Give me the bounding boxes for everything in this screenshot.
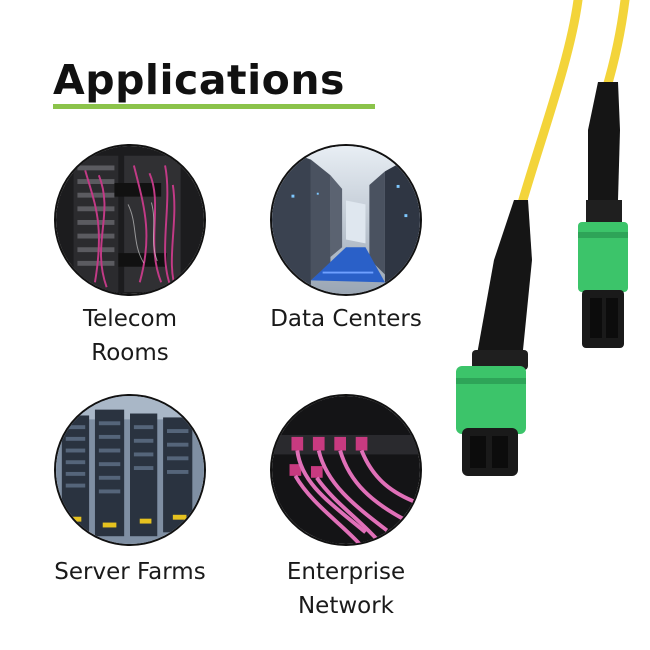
data-centers-label: Data Centers [258, 302, 434, 336]
data-centers-image [270, 144, 422, 296]
server-farm-illustration [56, 396, 204, 544]
label-line: Rooms [91, 340, 169, 366]
enterprise-network-label: Enterprise Network [258, 555, 434, 623]
server-farms-label: Server Farms [42, 555, 218, 589]
title-underline [53, 104, 375, 109]
telecom-rooms-label: Telecom Rooms [42, 302, 218, 370]
page-title: Applications [53, 56, 345, 104]
label-line: Enterprise [286, 559, 406, 585]
enterprise-network-illustration [272, 396, 420, 544]
left-connector-boot [476, 200, 532, 360]
enterprise-network-image [270, 394, 422, 546]
mpo-fiber-cable-image [456, 0, 630, 476]
label-line: Network [297, 593, 395, 619]
label-line: Telecom [83, 306, 177, 332]
yellow-cable-left [515, 0, 583, 215]
data-center-illustration [272, 146, 420, 294]
label-line: Data Centers [270, 306, 422, 332]
telecom-rack-illustration [56, 146, 204, 294]
label-line: Server Farms [54, 559, 206, 585]
server-farms-image [54, 394, 206, 546]
telecom-rooms-image [54, 144, 206, 296]
right-connector-green-housing [578, 222, 628, 292]
right-connector-boot [588, 82, 620, 200]
yellow-cable-right [601, 0, 630, 95]
left-connector-green-housing [456, 366, 526, 434]
